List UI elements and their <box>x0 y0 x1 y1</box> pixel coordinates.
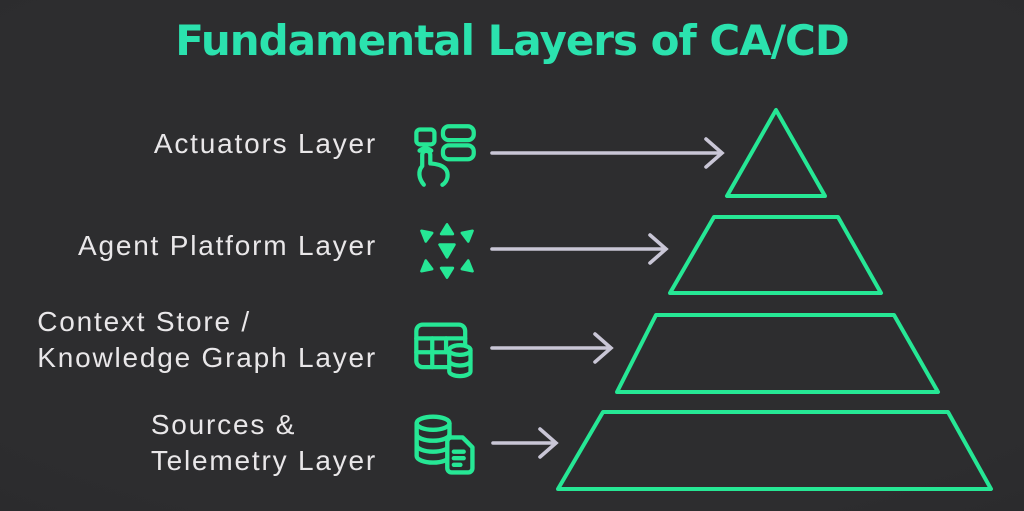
layer-label-sources-telemetry: Sources & Telemetry Layer <box>151 407 377 479</box>
page-title: Fundamental Layers of CA/CD <box>175 16 850 65</box>
pyramid-segment-context-store <box>615 313 940 394</box>
layer-label-agent-platform: Agent Platform Layer <box>78 228 377 264</box>
arrow-agent-platform <box>490 233 669 265</box>
pyramid-segment-sources-telemetry <box>556 410 993 491</box>
label-line: Actuators Layer <box>153 128 377 159</box>
arrow-sources-telemetry <box>491 427 559 459</box>
label-line: Sources & <box>150 409 297 440</box>
pyramid-segment-actuators <box>725 108 827 198</box>
layer-label-context-store: Context Store / Knowledge Graph Layer <box>37 304 377 376</box>
arrow-context-store <box>490 332 614 364</box>
pyramid-segment-agent-platform <box>668 215 883 295</box>
label-line: Context Store / <box>37 306 251 337</box>
arrow-actuators <box>490 137 725 169</box>
database-document-icon <box>414 414 475 475</box>
agent-network-icon <box>420 223 474 279</box>
label-line: Knowledge Graph Layer <box>37 342 377 373</box>
layer-label-actuators: Actuators Layer <box>154 126 377 162</box>
tap-select-icon <box>414 124 476 187</box>
table-database-icon <box>414 322 473 379</box>
label-line: Agent Platform Layer <box>77 230 377 261</box>
label-line: Telemetry Layer <box>150 445 377 476</box>
pyramid <box>556 108 993 491</box>
